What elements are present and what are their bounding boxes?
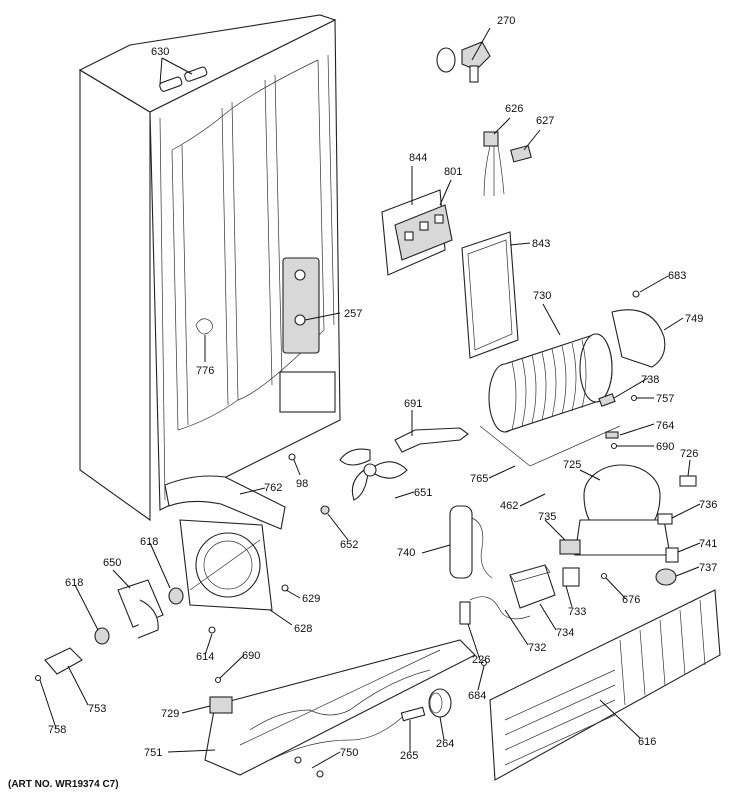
callout-844: 844: [409, 152, 427, 164]
callout-257: 257: [344, 308, 362, 320]
callout-729: 729: [161, 708, 179, 720]
callout-749: 749: [685, 313, 703, 325]
callout-676: 676: [622, 594, 640, 606]
callout-618-top: 618: [140, 536, 158, 548]
control-board: [381, 189, 453, 276]
cabinet-back: [78, 14, 341, 522]
wiring-clip: [459, 596, 531, 625]
callout-labels: 630 270 626 627 844 801 843 683 730 749 …: [8, 15, 717, 790]
callout-462: 462: [500, 500, 518, 512]
callout-725: 725: [563, 459, 581, 471]
callout-740: 740: [397, 547, 415, 559]
callout-751: 751: [144, 747, 162, 759]
art-number: (ART NO. WR19374 C7): [8, 779, 119, 790]
callout-738: 738: [641, 374, 659, 386]
callout-843: 843: [532, 238, 550, 250]
callout-736: 736: [699, 499, 717, 511]
callout-614: 614: [196, 651, 214, 663]
callout-264: 264: [436, 738, 454, 750]
callout-691: 691: [404, 398, 422, 410]
callout-627: 627: [536, 115, 554, 127]
callout-726: 726: [680, 448, 698, 460]
base-pan: [204, 639, 476, 778]
callout-265: 265: [400, 750, 418, 762]
callout-764: 764: [656, 420, 674, 432]
callout-626: 626: [505, 103, 523, 115]
fan-motor: [34, 579, 289, 682]
drier: [449, 505, 493, 579]
callout-684: 684: [468, 690, 486, 702]
callout-737: 737: [699, 562, 717, 574]
condenser-coil: [488, 333, 613, 433]
callout-776: 776: [196, 365, 214, 377]
condenser-cover: [611, 290, 666, 368]
callout-765: 765: [470, 473, 488, 485]
water-valve: [436, 41, 491, 83]
tubing-bracket: [394, 393, 638, 467]
callout-741: 741: [699, 538, 717, 550]
callout-629: 629: [302, 593, 320, 605]
callout-628: 628: [294, 623, 312, 635]
callout-758: 758: [48, 724, 66, 736]
callout-750: 750: [340, 747, 358, 759]
fan-shroud: [164, 475, 286, 611]
callout-732: 732: [528, 642, 546, 654]
condenser-fan: [288, 448, 408, 515]
callout-98: 98: [296, 478, 308, 490]
callout-683: 683: [668, 270, 686, 282]
callout-226: 226: [472, 654, 490, 666]
callout-618-left: 618: [65, 577, 83, 589]
callout-757: 757: [656, 393, 674, 405]
start-relay: [509, 539, 608, 609]
wire-harness: [483, 131, 532, 197]
callout-690-right: 690: [656, 441, 674, 453]
leader-lines: [39, 27, 701, 769]
callout-270: 270: [497, 15, 515, 27]
callout-616: 616: [638, 736, 656, 748]
callout-753: 753: [88, 703, 106, 715]
callout-734: 734: [556, 627, 574, 639]
callout-630: 630: [151, 46, 169, 58]
callout-762: 762: [264, 482, 282, 494]
callout-801: 801: [444, 166, 462, 178]
board-gasket: [461, 231, 519, 359]
rear-grille: [489, 589, 721, 781]
compressor: [574, 464, 697, 586]
callout-651: 651: [414, 487, 432, 499]
callout-650: 650: [103, 557, 121, 569]
callout-733: 733: [568, 606, 586, 618]
callout-690-left: 690: [242, 650, 260, 662]
callout-652: 652: [340, 539, 358, 551]
callout-735: 735: [538, 511, 556, 523]
callout-730: 730: [533, 290, 551, 302]
